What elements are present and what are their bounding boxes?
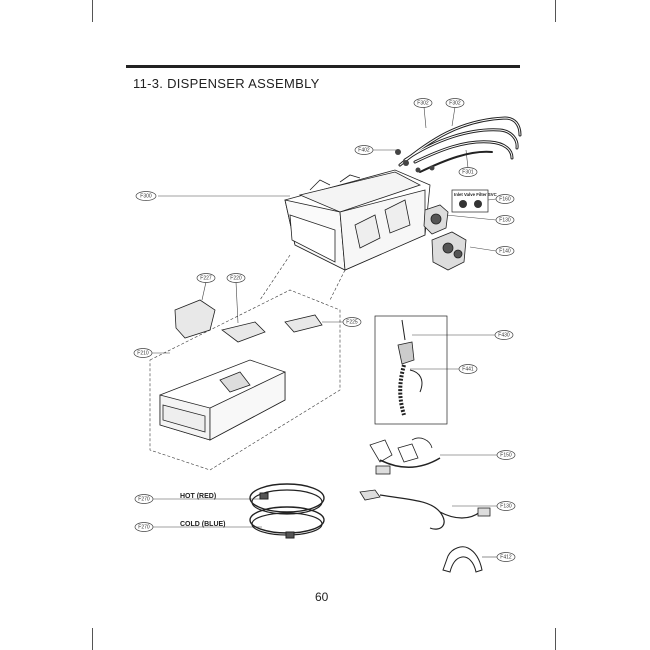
callout-ovals — [133, 98, 516, 562]
inset-title: Inlet Valve Filter SVC — [454, 192, 497, 197]
title-rule — [126, 65, 520, 68]
callout-label: F160 — [499, 196, 511, 202]
dispenser-housing — [284, 169, 431, 271]
callout-label: F270 — [138, 524, 150, 530]
callout-label: F301 — [462, 169, 474, 175]
callout-label: F412 — [500, 554, 512, 560]
pressure-switch-wiring — [359, 489, 491, 530]
cold-hose-label: COLD (BLUE) — [180, 521, 226, 528]
callout-label: F402 — [358, 147, 370, 153]
hot-hose-label: HOT (RED) — [180, 493, 216, 500]
hose-clamps — [395, 149, 435, 173]
water-valves — [423, 204, 467, 271]
drawer-outline — [149, 254, 346, 471]
callout-label: F130 — [500, 503, 512, 509]
callout-label: F300 — [140, 193, 152, 199]
crop-mark-bottom-right — [555, 628, 556, 650]
page-number: 60 — [315, 590, 329, 604]
callout-label: F220 — [230, 275, 242, 281]
callout-label: F302 — [449, 100, 461, 106]
hose-clamp-bracket — [442, 546, 483, 573]
wire-harness — [369, 437, 441, 475]
crop-mark-bottom-left — [92, 628, 93, 650]
callout-label: F302 — [417, 100, 429, 106]
supply-hoses — [249, 483, 325, 539]
drain-hose-assembly — [374, 315, 448, 425]
callout-label: F150 — [500, 452, 512, 458]
callout-label: F441 — [462, 366, 474, 372]
callout-label: F140 — [499, 248, 511, 254]
inlet-hoses — [398, 116, 522, 173]
dispenser-inserts — [174, 299, 323, 343]
detergent-drawer — [159, 359, 286, 441]
crop-mark-top-left — [92, 0, 93, 22]
callout-label: F430 — [498, 332, 510, 338]
callout-label: F130 — [499, 217, 511, 223]
inlet-valve-filter-inset: Inlet Valve Filter SVC — [451, 189, 497, 213]
callout-label: F225 — [346, 319, 358, 325]
callout-label: F210 — [137, 350, 149, 356]
crop-mark-top-right — [555, 0, 556, 22]
callout-label: F227 — [200, 275, 212, 281]
leader-lines — [152, 106, 497, 558]
section-title: 11-3. DISPENSER ASSEMBLY — [133, 76, 320, 91]
callout-label: F270 — [138, 496, 150, 502]
